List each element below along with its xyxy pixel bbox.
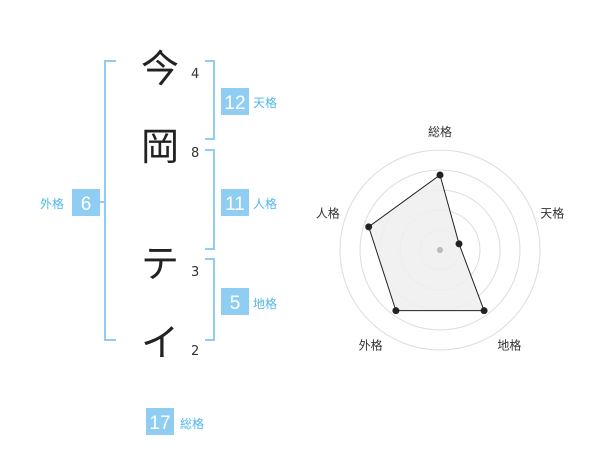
name-char-4: イ (141, 321, 179, 365)
tenkaku-badge: 12 天格 (221, 88, 277, 115)
tenkaku-label: 天格 (253, 95, 277, 110)
name-char-2: 岡 (141, 125, 179, 169)
chikaku-label: 地格 (253, 296, 277, 311)
name-char-1: 今 (141, 47, 179, 91)
jinkaku-value: 11 (225, 194, 245, 215)
gaikaku-bracket (104, 60, 116, 341)
radar-point-1 (436, 171, 444, 179)
gaikaku-value: 6 (81, 194, 92, 215)
radar-ring-5 (339, 149, 541, 351)
radar-point-5 (365, 223, 373, 231)
chikaku-bracket (205, 258, 215, 341)
radar-axis-label-1: 総格 (428, 124, 452, 139)
chikaku-value: 5 (230, 293, 241, 314)
soukaku-label: 総格 (180, 416, 204, 431)
radar-ring-4 (359, 169, 521, 331)
radar-center-dot (437, 247, 443, 253)
tenkaku-bracket (205, 60, 215, 140)
soukaku-value: 17 (149, 413, 170, 434)
radar-axis-label-3: 地格 (497, 337, 521, 352)
radar-axis-label-5: 人格 (316, 206, 340, 221)
stroke-count-3: 3 (191, 265, 199, 280)
gaikaku-label: 外格 (40, 196, 64, 211)
radar-data-polygon (368, 174, 485, 312)
stroke-count-4: 2 (191, 344, 199, 359)
chikaku-badge: 5 地格 (221, 288, 277, 315)
jinkaku-bracket (205, 149, 215, 250)
radar-point-4 (392, 307, 400, 315)
tenkaku-value: 12 (224, 93, 245, 114)
soukaku-badge: 17 総格 (146, 408, 204, 435)
radar-point-3 (480, 307, 488, 315)
stroke-count-1: 4 (191, 67, 199, 82)
jinkaku-label: 人格 (253, 196, 277, 211)
gaikaku-badge: 外格 6 (40, 189, 100, 216)
radar-axis-label-4: 外格 (359, 337, 383, 352)
stroke-count-2: 8 (191, 146, 199, 161)
radar-point-2 (455, 240, 463, 248)
jinkaku-badge: 11 人格 (221, 189, 277, 216)
name-char-3: テ (141, 242, 179, 286)
radar-axis-label-2: 天格 (540, 206, 564, 221)
